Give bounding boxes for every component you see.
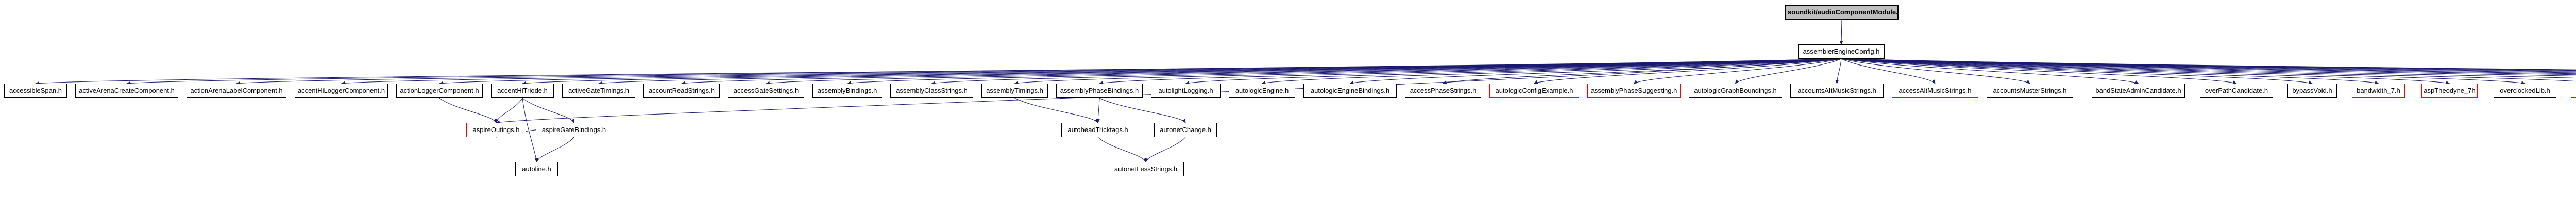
graph-node-d1[interactable]: aspireOutings.h [466, 123, 526, 137]
edge [1534, 58, 1842, 84]
graph-node-c3[interactable]: actionArenaLabelComponent.h [187, 84, 286, 98]
edge [1185, 58, 1842, 85]
edge [1841, 58, 2526, 85]
graph-node-c30[interactable]: overloadAdjust.h [2571, 84, 2576, 98]
edge [931, 58, 1842, 85]
edge [1841, 58, 1936, 84]
edge [1841, 58, 2576, 70]
graph-node-c23[interactable]: accountsMusterStrings.h [1987, 84, 2073, 98]
graph-node-main-A: soundkit/audioComponentModule.c [1785, 5, 1899, 20]
graph-node-c15[interactable]: autologicEngine.h [1229, 84, 1295, 98]
edge [766, 58, 1842, 85]
edge [126, 58, 1842, 85]
graph-node-c7[interactable]: activeGateTimings.h [562, 84, 635, 98]
graph-node-c27[interactable]: bandwidth_7.h [2352, 84, 2405, 98]
edge [1099, 97, 1186, 123]
edge [1841, 58, 2576, 82]
graph-node-c11[interactable]: assemblyClassStrings.h [890, 84, 973, 98]
edge [1841, 58, 2576, 75]
graph-node-c14[interactable]: autolightLogging.h [1151, 84, 1221, 98]
edge [495, 97, 523, 123]
graph-node-c18[interactable]: autologicConfigExample.h [1489, 84, 1579, 98]
edge [1841, 58, 2576, 73]
edge [681, 58, 1842, 85]
graph-node-e2[interactable]: autonetLessStrings.h [1108, 162, 1184, 176]
graph-node-c24[interactable]: bandStateAdminCandidate.h [2092, 84, 2185, 98]
edge [1841, 58, 2139, 84]
edge [1841, 58, 2379, 85]
graph-node-c21[interactable]: accountsAltMusicStrings.h [1790, 84, 1884, 98]
edge [1839, 19, 1843, 45]
graph-node-c4[interactable]: accentHiLoggerComponent.h [295, 84, 388, 98]
edge [1145, 137, 1186, 162]
edge [1841, 58, 2450, 85]
edge [1099, 58, 1842, 85]
edge [1841, 58, 2576, 71]
edge [1841, 58, 2030, 84]
graph-node-c29[interactable]: overclockedLib.h [2494, 84, 2556, 98]
edge [1096, 97, 1100, 123]
graph-node-c16[interactable]: autologicEngineBindings.h [1303, 84, 1397, 98]
edge [341, 58, 1842, 85]
graph-node-d2[interactable]: aspireGateBindings.h [536, 123, 612, 137]
edge [846, 58, 1842, 85]
edge [1261, 58, 1842, 85]
edge [1841, 58, 2576, 71]
edge [535, 137, 574, 162]
graph-node-c17[interactable]: accessPhaseStrings.h [1405, 84, 1481, 98]
graph-node-d4[interactable]: autonetChange.h [1154, 123, 1217, 137]
edge [439, 97, 497, 123]
graph-node-c6[interactable]: accentHiTriode.h [491, 84, 554, 98]
graph-node-c28[interactable]: aspTheodyne_7h [2421, 84, 2478, 98]
graph-node-c2[interactable]: activeArenaCreateComponent.h [75, 84, 178, 98]
edge [1835, 58, 1842, 84]
edge [1735, 58, 1842, 84]
graph-node-c25[interactable]: overPathCandidate.h [2200, 84, 2273, 98]
graph-node-c26[interactable]: bypassVoid.h [2287, 84, 2337, 98]
edge [1633, 58, 1842, 84]
graph-node-c20[interactable]: autologicGraphBoundings.h [1689, 84, 1782, 98]
edge [1841, 58, 2576, 74]
edge [522, 58, 1842, 85]
edge [1841, 58, 2576, 76]
graph-node-c5[interactable]: actionLoggerComponent.h [396, 84, 483, 98]
edge [1841, 58, 2237, 84]
graph-node-c10[interactable]: assemblyBindings.h [812, 84, 882, 98]
edge [1349, 58, 1842, 85]
edge [522, 97, 574, 123]
graph-node-c12[interactable]: assemblyTimings.h [981, 84, 1048, 98]
edge [1443, 58, 1842, 84]
graph-node-c19[interactable]: assemblyPhaseSuggesting.h [1587, 84, 1681, 98]
edge [1014, 58, 1842, 85]
edge [35, 58, 1842, 85]
edge [439, 58, 1842, 85]
edge [236, 58, 1842, 85]
edge [1841, 58, 2576, 72]
graph-node-e1[interactable]: autoline.h [515, 162, 558, 176]
edge [1841, 58, 2313, 85]
graph-node-B[interactable]: assemblerEngineConfig.h [1798, 44, 1885, 59]
edge [1841, 58, 2576, 79]
edge [1841, 58, 2576, 72]
edge [1097, 137, 1147, 162]
graph-node-c22[interactable]: accessAltMusicStrings.h [1892, 84, 1978, 98]
edge [1014, 97, 1098, 123]
graph-node-d3[interactable]: autoheadTricktags.h [1061, 123, 1134, 137]
graph-node-c13[interactable]: assemblyPhaseBindings.h [1056, 84, 1143, 98]
graph-node-c1[interactable]: accessibleSpan.h [4, 84, 67, 98]
edge [598, 58, 1842, 85]
graph-node-c8[interactable]: accountReadStrings.h [643, 84, 720, 98]
graph-node-c9[interactable]: accessGateSettings.h [728, 84, 804, 98]
